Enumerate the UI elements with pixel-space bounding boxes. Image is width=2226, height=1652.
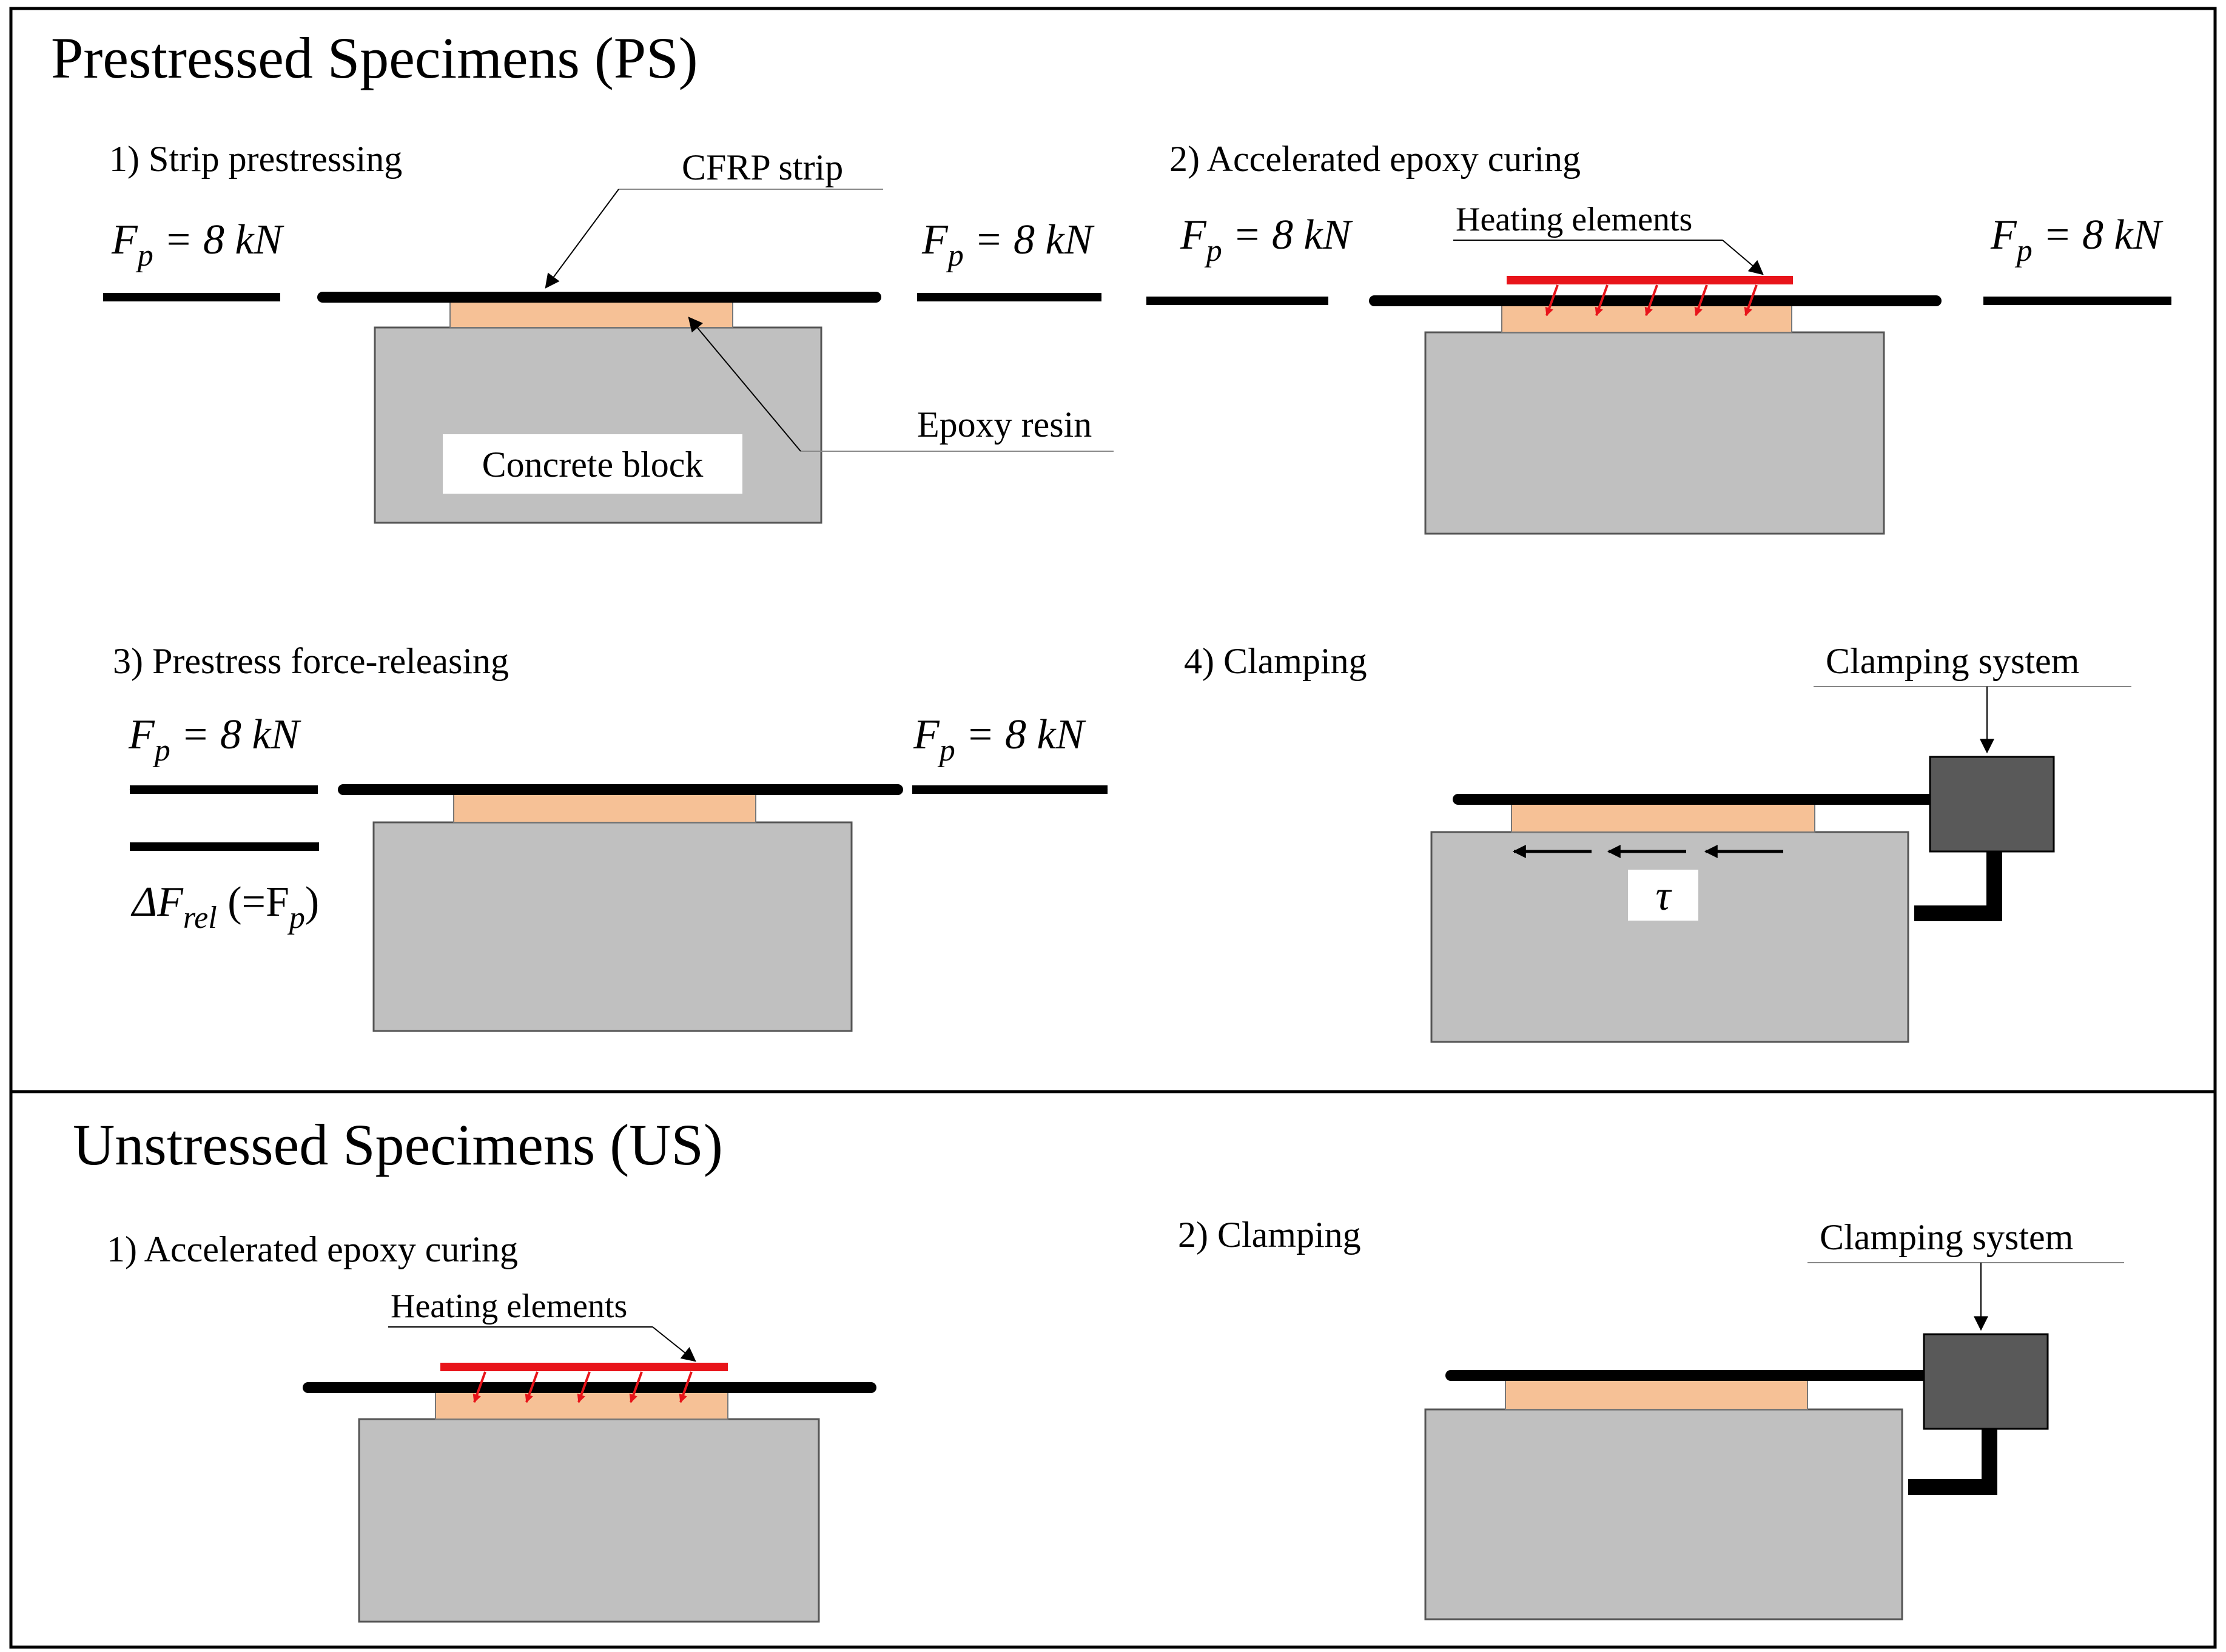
ps-title: Prestressed Specimens (PS) <box>51 25 698 90</box>
cfrp-strip-leader-arrow <box>545 189 619 289</box>
concrete-block <box>1430 831 1909 1043</box>
force-label-right: Fp = 8 kN <box>913 711 1086 768</box>
epoxy-resin-leader-arrow <box>688 317 801 452</box>
clamp-bracket <box>1914 849 2002 921</box>
heat-flow-arrows <box>1545 284 1758 317</box>
heating-elements-label: Heating elements <box>391 1288 627 1325</box>
ps-step1-label: 1) Strip prestressing <box>109 139 402 179</box>
release-force-label: ΔFrel (=Fp) <box>130 879 319 935</box>
outer-frame <box>9 7 2217 1649</box>
ps-step1: 1) Strip prestressing Concrete block CFR… <box>103 139 1114 524</box>
shear-stress-label: τ <box>1655 873 1672 919</box>
heat-flow-arrows <box>472 1371 693 1403</box>
heating-elements-leader-arrow <box>652 1326 696 1362</box>
ps-step4: 4) Clamping τ Clamping system <box>1184 641 2131 1043</box>
tau-label-box <box>1628 870 1698 921</box>
cfrp-strip-label: CFRP strip <box>682 147 843 187</box>
force-label-left: Fp = 8 kN <box>128 711 301 768</box>
ps-step2-label: 2) Accelerated epoxy curing <box>1169 139 1581 179</box>
concrete-block <box>358 1418 820 1623</box>
heating-elements-leader-arrow <box>1722 240 1764 275</box>
force-label-right: Fp = 8 kN <box>921 217 1095 273</box>
us-step2: 2) Clamping Clamping system <box>1178 1215 2124 1620</box>
epoxy-resin-label: Epoxy resin <box>917 405 1092 445</box>
clamp-bracket <box>1908 1425 1997 1495</box>
concrete-block <box>372 821 853 1032</box>
concrete-block <box>1424 1408 1903 1620</box>
clamping-system-label: Clamping system <box>1820 1217 2073 1257</box>
heating-elements-label: Heating elements <box>1456 201 1692 238</box>
us-step1-label: 1) Accelerated epoxy curing <box>107 1229 518 1269</box>
ps-step3: 3) Prestress force-releasing Fp = 8 kN F… <box>113 641 1108 1032</box>
us-title: Unstressed Specimens (US) <box>73 1112 723 1177</box>
clamping-device <box>1929 756 2055 853</box>
epoxy-layer <box>1511 804 1815 833</box>
concrete-block-label: Concrete block <box>482 445 704 485</box>
ps-step3-label: 3) Prestress force-releasing <box>113 641 509 681</box>
epoxy-layer <box>449 300 733 328</box>
epoxy-layer <box>453 794 756 823</box>
us-step2-label: 2) Clamping <box>1178 1215 1361 1255</box>
concrete-label-box <box>443 434 742 494</box>
clamping-device <box>1923 1333 2049 1430</box>
us-step1: 1) Accelerated epoxy curing Heating elem… <box>107 1229 876 1623</box>
clamping-system-label: Clamping system <box>1826 641 2079 681</box>
ps-step4-label: 4) Clamping <box>1184 641 1367 681</box>
force-label-left: Fp = 8 kN <box>1180 212 1353 268</box>
force-label-right: Fp = 8 kN <box>1990 212 2164 268</box>
epoxy-layer <box>1505 1380 1808 1410</box>
ps-step2: 2) Accelerated epoxy curing Heating elem… <box>1146 139 2172 535</box>
force-label-left: Fp = 8 kN <box>111 217 284 273</box>
concrete-block <box>1424 331 1885 535</box>
